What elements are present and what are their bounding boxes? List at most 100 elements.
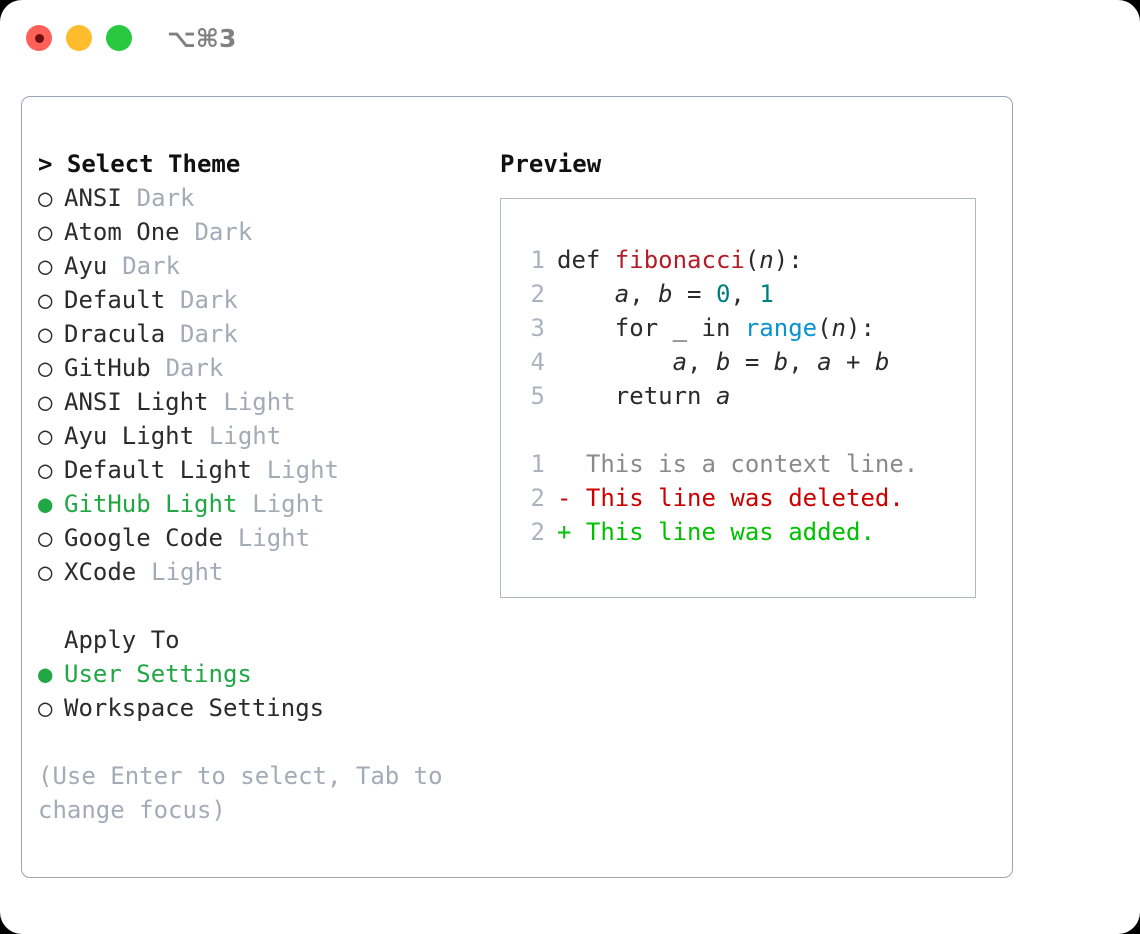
section-spacer [38,589,488,623]
close-window-button[interactable] [26,25,52,51]
theme-option-github[interactable]: ○ GitHub Dark [38,351,488,385]
radio-unselected-icon: ○ [38,286,53,314]
diff-line-deleted: 2 - This line was deleted. [515,481,975,515]
code-token-var: b [773,348,789,376]
diff-marker: - [557,484,572,512]
code-line: 4 a, b = b, a + b [515,345,975,379]
code-line: 1 def fibonacci(n): [515,243,975,277]
theme-option-label: Default [64,286,166,314]
code-line-number: 1 [530,246,545,274]
theme-option-label: Ayu [64,252,108,280]
minimize-window-button[interactable] [66,25,92,51]
code-token-plain: = [730,348,774,376]
diff-line-text: This is a context line. [585,450,919,478]
code-line-content: a, b = b, a + b [557,345,890,379]
theme-option-kind-badge: Dark [194,218,253,246]
traffic-lights [26,25,132,51]
theme-option-kind-badge: Light [252,490,325,518]
diff-line-content: - This line was deleted. [557,481,904,515]
theme-option-label: Dracula [64,320,166,348]
diff-marker: + [557,518,572,546]
radio-selected-icon: ● [38,490,53,518]
code-line-content: def fibonacci(n): [557,243,803,277]
theme-option-kind-badge: Dark [165,354,224,382]
code-token-plain: def [557,246,615,274]
radio-unselected-icon: ○ [38,456,53,484]
code-token-var: b [658,280,673,308]
code-line: 3 for _ in range(n): [515,311,975,345]
radio-unselected-icon: ○ [38,218,53,246]
apply-to-header: Apply To [64,626,180,654]
code-token-plain: in [687,314,745,342]
theme-option-label: XCode [64,558,137,586]
select-theme-header: > Select Theme [38,147,488,181]
theme-option-kind-badge: Light [266,456,339,484]
keyboard-hint-text: (Use Enter to select, Tab to change focu… [38,762,458,824]
theme-option-label: Ayu Light [64,422,195,450]
diff-line-number: 2 [530,484,545,512]
maximize-window-button[interactable] [106,25,132,51]
diff-line-content: This is a context line. [557,447,918,481]
apply-to-option-label: User Settings [64,660,252,688]
keyboard-shortcut-label: ⌥⌘3 [167,24,237,53]
code-token-plain: return [557,382,716,410]
theme-option-label: GitHub [64,354,151,382]
preview-title: Preview [500,150,602,178]
code-line-content: a, b = 0, 1 [557,277,774,311]
radio-unselected-icon: ○ [38,524,53,552]
code-token-var: a [614,280,630,308]
code-token-plain: ): [773,246,803,274]
diff-line-added: 2 + This line was added. [515,515,975,549]
code-token-var: a [672,348,688,376]
code-token-plain [557,348,673,376]
radio-unselected-icon: ○ [38,354,53,382]
apply-to-option-label: Workspace Settings [64,694,325,722]
code-token-var: a [715,382,731,410]
code-line-content: for _ in range(n): [557,311,875,345]
code-token-num: 0 [715,280,731,308]
code-token-var: n [759,246,774,274]
diff-line-number: 2 [530,518,545,546]
radio-unselected-icon: ○ [38,694,53,722]
theme-option-kind-badge: Dark [122,252,181,280]
code-token-num: 1 [759,280,774,308]
apply-to-option-workspace-settings[interactable]: ○ Workspace Settings [38,691,488,725]
radio-unselected-icon: ○ [38,558,53,586]
code-token-fn: fibonacci [614,246,745,274]
code-token-plain: + [831,348,875,376]
diff-block: 1 This is a context line.2- This line wa… [515,447,975,549]
theme-option-kind-badge: Dark [136,184,195,212]
theme-option-label: ANSI [64,184,122,212]
theme-option-label: ANSI Light [64,388,209,416]
theme-option-label: GitHub Light [64,490,238,518]
code-token-var: b [715,348,731,376]
code-token-var: n [831,314,846,342]
window-titlebar: ⌥⌘3 [0,0,1140,78]
code-diff-spacer [515,413,975,447]
code-token-builtin: range [744,314,818,342]
diff-line-content: + This line was added. [557,515,875,549]
code-token-var: b [874,348,890,376]
code-line: 5 return a [515,379,975,413]
code-token-plain: , [687,348,716,376]
code-token-var: _ [672,314,688,342]
code-token-plain: ): [846,314,875,342]
apply-to-option-user-settings[interactable]: ●User Settings [38,657,488,691]
theme-option-github-light[interactable]: ● GitHub Light Light [38,487,488,521]
code-token-plain: ( [817,314,832,342]
code-token-var: a [817,348,832,376]
